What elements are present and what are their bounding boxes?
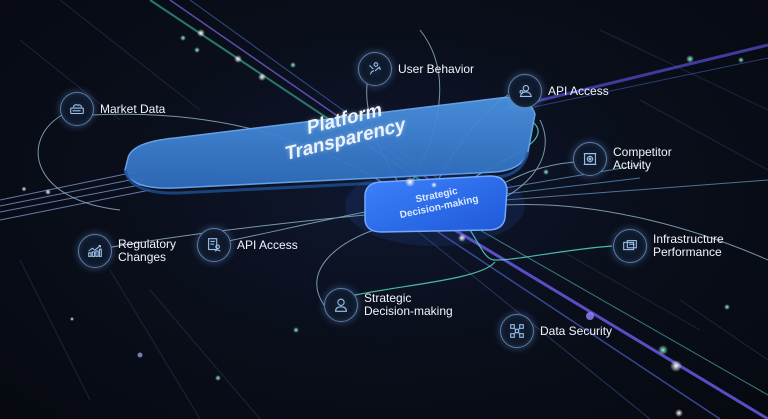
node-user-behavior[interactable]: User Behavior — [358, 52, 474, 86]
person-icon — [335, 298, 347, 312]
node-api-access-left[interactable]: API Access — [197, 228, 298, 262]
user-group-icon — [519, 85, 532, 97]
node-data-security[interactable]: Data Security — [500, 314, 612, 348]
server-window-icon — [623, 240, 637, 251]
target-frame-icon — [583, 153, 597, 165]
user-path-icon — [369, 62, 381, 75]
node-market-data[interactable]: Market Data — [60, 92, 165, 126]
node-api-access-top[interactable]: API Access — [508, 74, 609, 108]
cloud-chart-icon — [70, 104, 84, 115]
document-user-icon — [208, 238, 221, 252]
network-scan-icon — [510, 324, 524, 338]
growth-chart-icon — [88, 245, 102, 257]
